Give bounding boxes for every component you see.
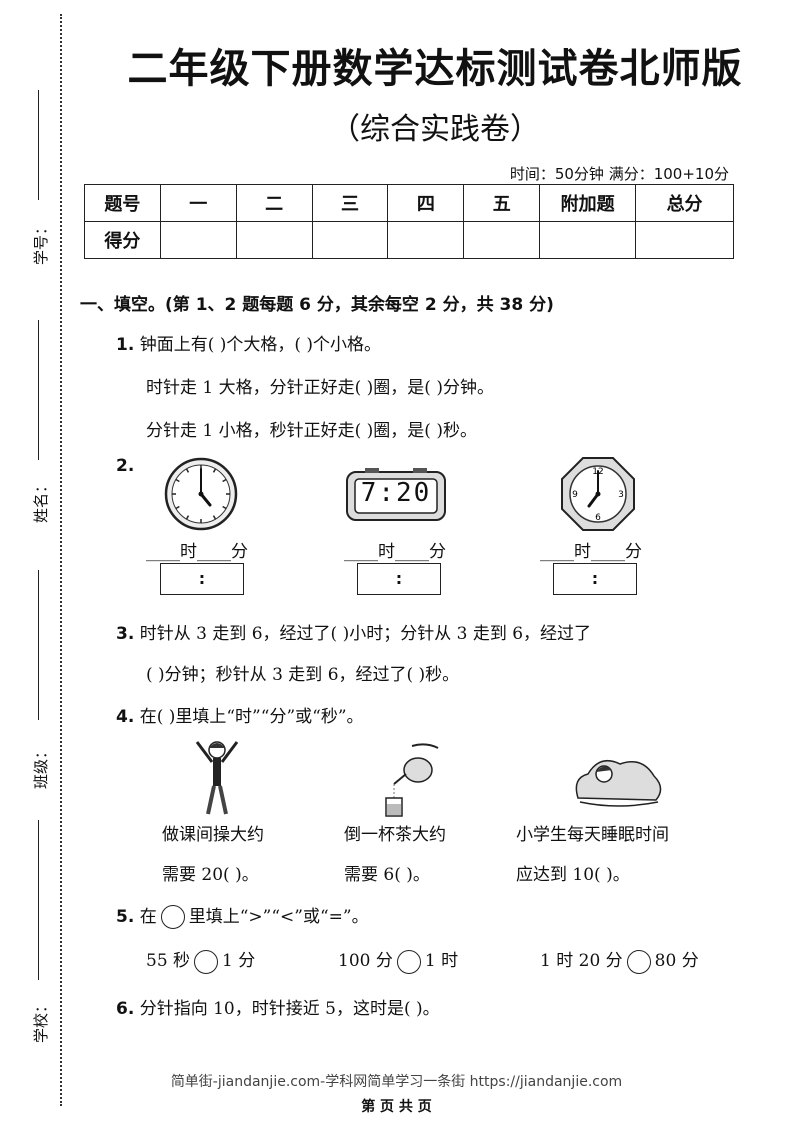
question-3-line-1: 3. 时针从 3 走到 6，经过了( )小时；分针从 3 走到 6，经过了 — [116, 619, 591, 644]
question-text: 在( )里填上“时”“分”或“秒”。 — [139, 707, 364, 727]
question-text-pre: 在 — [139, 907, 157, 927]
question-number: 4. — [116, 707, 135, 727]
question-4-prompt: 4. 在( )里填上“时”“分”或“秒”。 — [116, 702, 364, 727]
analog-clock-icon — [164, 457, 238, 531]
octagon-clock-icon: 12 3 6 9 — [561, 457, 635, 531]
clock-tick — [222, 505, 227, 510]
svg-text:9: 9 — [572, 490, 578, 500]
question-text-post: 里填上“>”“<”或“=”。 — [188, 907, 369, 927]
question-number: 1. — [116, 335, 135, 355]
watermark-footer: 简单街-jiandanjie.com-学科网简单学习一条街 https://ji… — [170, 1074, 623, 1090]
compare-left: 100 分 — [338, 951, 393, 971]
compare-item-2: 100 分 1 时 — [338, 946, 458, 974]
score-header-cell: 四 — [387, 184, 465, 222]
clock-tick — [212, 468, 217, 473]
score-header-cell: 题号 — [84, 184, 161, 222]
digital-clock-display: 7:20 — [360, 478, 432, 508]
student-id-line — [38, 90, 39, 200]
score-cell[interactable] — [159, 221, 237, 259]
compare-right: 1 分 — [222, 951, 256, 971]
answer-box-2[interactable]: : — [357, 563, 441, 595]
section-1-title: 一、填空。(第 1、2 题每题 6 分，其余每空 2 分，共 38 分) — [80, 295, 554, 315]
name-line — [38, 320, 39, 460]
time-info: 时间：50分钟 满分：100+10分 — [509, 165, 729, 183]
score-cell[interactable] — [539, 221, 637, 259]
answer-box-3[interactable]: : — [553, 563, 637, 595]
question-number: 5. — [116, 907, 135, 927]
time-blank-3: ____时____分 — [540, 542, 642, 562]
score-header-cell: 一 — [159, 184, 237, 222]
school-line — [38, 820, 39, 980]
score-cell[interactable] — [235, 221, 313, 259]
circle-blank-icon — [160, 905, 185, 929]
score-header-cell: 总分 — [635, 184, 734, 222]
question-5-prompt: 5. 在 里填上“>”“<”或“=”。 — [116, 902, 369, 929]
clock-tick — [175, 478, 180, 483]
class-label: 班级： — [32, 743, 51, 790]
teapot-icon — [385, 743, 439, 817]
q4-item-3-line-2: 应达到 10( )。 — [516, 865, 630, 885]
q4-item-1-line-2: 需要 20( )。 — [162, 865, 259, 885]
student-id-label: 学号： — [32, 219, 51, 266]
clock-tick — [175, 505, 180, 510]
score-header-cell: 二 — [235, 184, 313, 222]
compare-circle[interactable] — [396, 949, 421, 974]
time-blank-1: ____时____分 — [146, 542, 248, 562]
score-table-header-row: 题号 一 二 三 四 五 附加题 总分 — [84, 184, 734, 222]
question-number: 2. — [116, 456, 135, 476]
answer-box-1[interactable]: : — [160, 563, 244, 595]
score-cell[interactable] — [387, 221, 465, 259]
page-subtitle: （综合实践卷） — [330, 112, 540, 147]
question-1-line-3: 分针走 1 小格，秒针正好走( )圈，是( )秒。 — [146, 421, 477, 441]
question-number: 6. — [116, 999, 135, 1019]
score-row-label: 得分 — [84, 221, 161, 259]
digital-clock-icon — [346, 468, 446, 521]
score-cell[interactable] — [463, 221, 541, 259]
q4-item-1-line-1: 做课间操大约 — [162, 825, 264, 845]
compare-item-1: 55 秒 1 分 — [146, 946, 255, 974]
score-header-cell: 三 — [311, 184, 389, 222]
compare-right: 80 分 — [654, 951, 699, 971]
score-table-score-row: 得分 — [84, 221, 734, 259]
score-cell[interactable] — [311, 221, 389, 259]
compare-circle[interactable] — [626, 949, 651, 974]
compare-left: 1 时 20 分 — [540, 951, 623, 971]
exercise-child-icon — [195, 741, 239, 815]
score-cell[interactable] — [635, 221, 734, 259]
binding-strip: 学号： 姓名： 班级： 学校： — [0, 0, 70, 1122]
time-blank-2: ____时____分 — [344, 542, 446, 562]
clock-tick — [185, 515, 190, 520]
compare-left: 55 秒 — [146, 951, 191, 971]
svg-text:6: 6 — [595, 513, 601, 523]
school-label: 学校： — [32, 997, 51, 1044]
question-number: 3. — [116, 624, 135, 644]
name-label: 姓名： — [32, 477, 51, 524]
question-text: 时针从 3 走到 6，经过了( )小时；分针从 3 走到 6，经过了 — [139, 624, 592, 644]
question-1-line-1: 1. 钟面上有( )个大格，( )个小格。 — [116, 330, 381, 355]
compare-circle[interactable] — [194, 949, 219, 974]
question-1-line-2: 时针走 1 大格，分针正好走( )圈，是( )分钟。 — [146, 378, 494, 398]
q4-item-2-line-2: 需要 6( )。 — [344, 865, 430, 885]
question-text: 钟面上有( )个大格，( )个小格。 — [139, 335, 382, 355]
compare-item-3: 1 时 20 分 80 分 — [540, 946, 699, 974]
clock-tick — [222, 478, 227, 483]
page-title: 二年级下册数学达标测试卷北师版 — [127, 46, 743, 92]
class-line — [38, 570, 39, 720]
score-table: 题号 一 二 三 四 五 附加题 总分 得分 — [84, 184, 734, 259]
sleeping-child-icon — [575, 759, 662, 807]
cut-line — [60, 14, 62, 1106]
question-3-line-2: ( )分钟；秒针从 3 走到 6，经过了( )秒。 — [146, 665, 460, 685]
q4-item-2-line-1: 倒一杯茶大约 — [344, 825, 446, 845]
score-header-cell: 五 — [463, 184, 541, 222]
q4-item-3-line-1: 小学生每天睡眠时间 — [516, 825, 669, 845]
question-text: 分针指向 10，时针接近 5，这时是( )。 — [139, 999, 440, 1019]
clock-tick — [212, 515, 217, 520]
page-number: 第 页 共 页 — [361, 1099, 432, 1115]
compare-right: 1 时 — [424, 951, 459, 971]
question-6: 6. 分针指向 10，时针接近 5，这时是( )。 — [116, 994, 440, 1019]
svg-text:3: 3 — [618, 490, 624, 500]
clock-tick — [185, 468, 190, 473]
score-header-cell: 附加题 — [539, 184, 637, 222]
